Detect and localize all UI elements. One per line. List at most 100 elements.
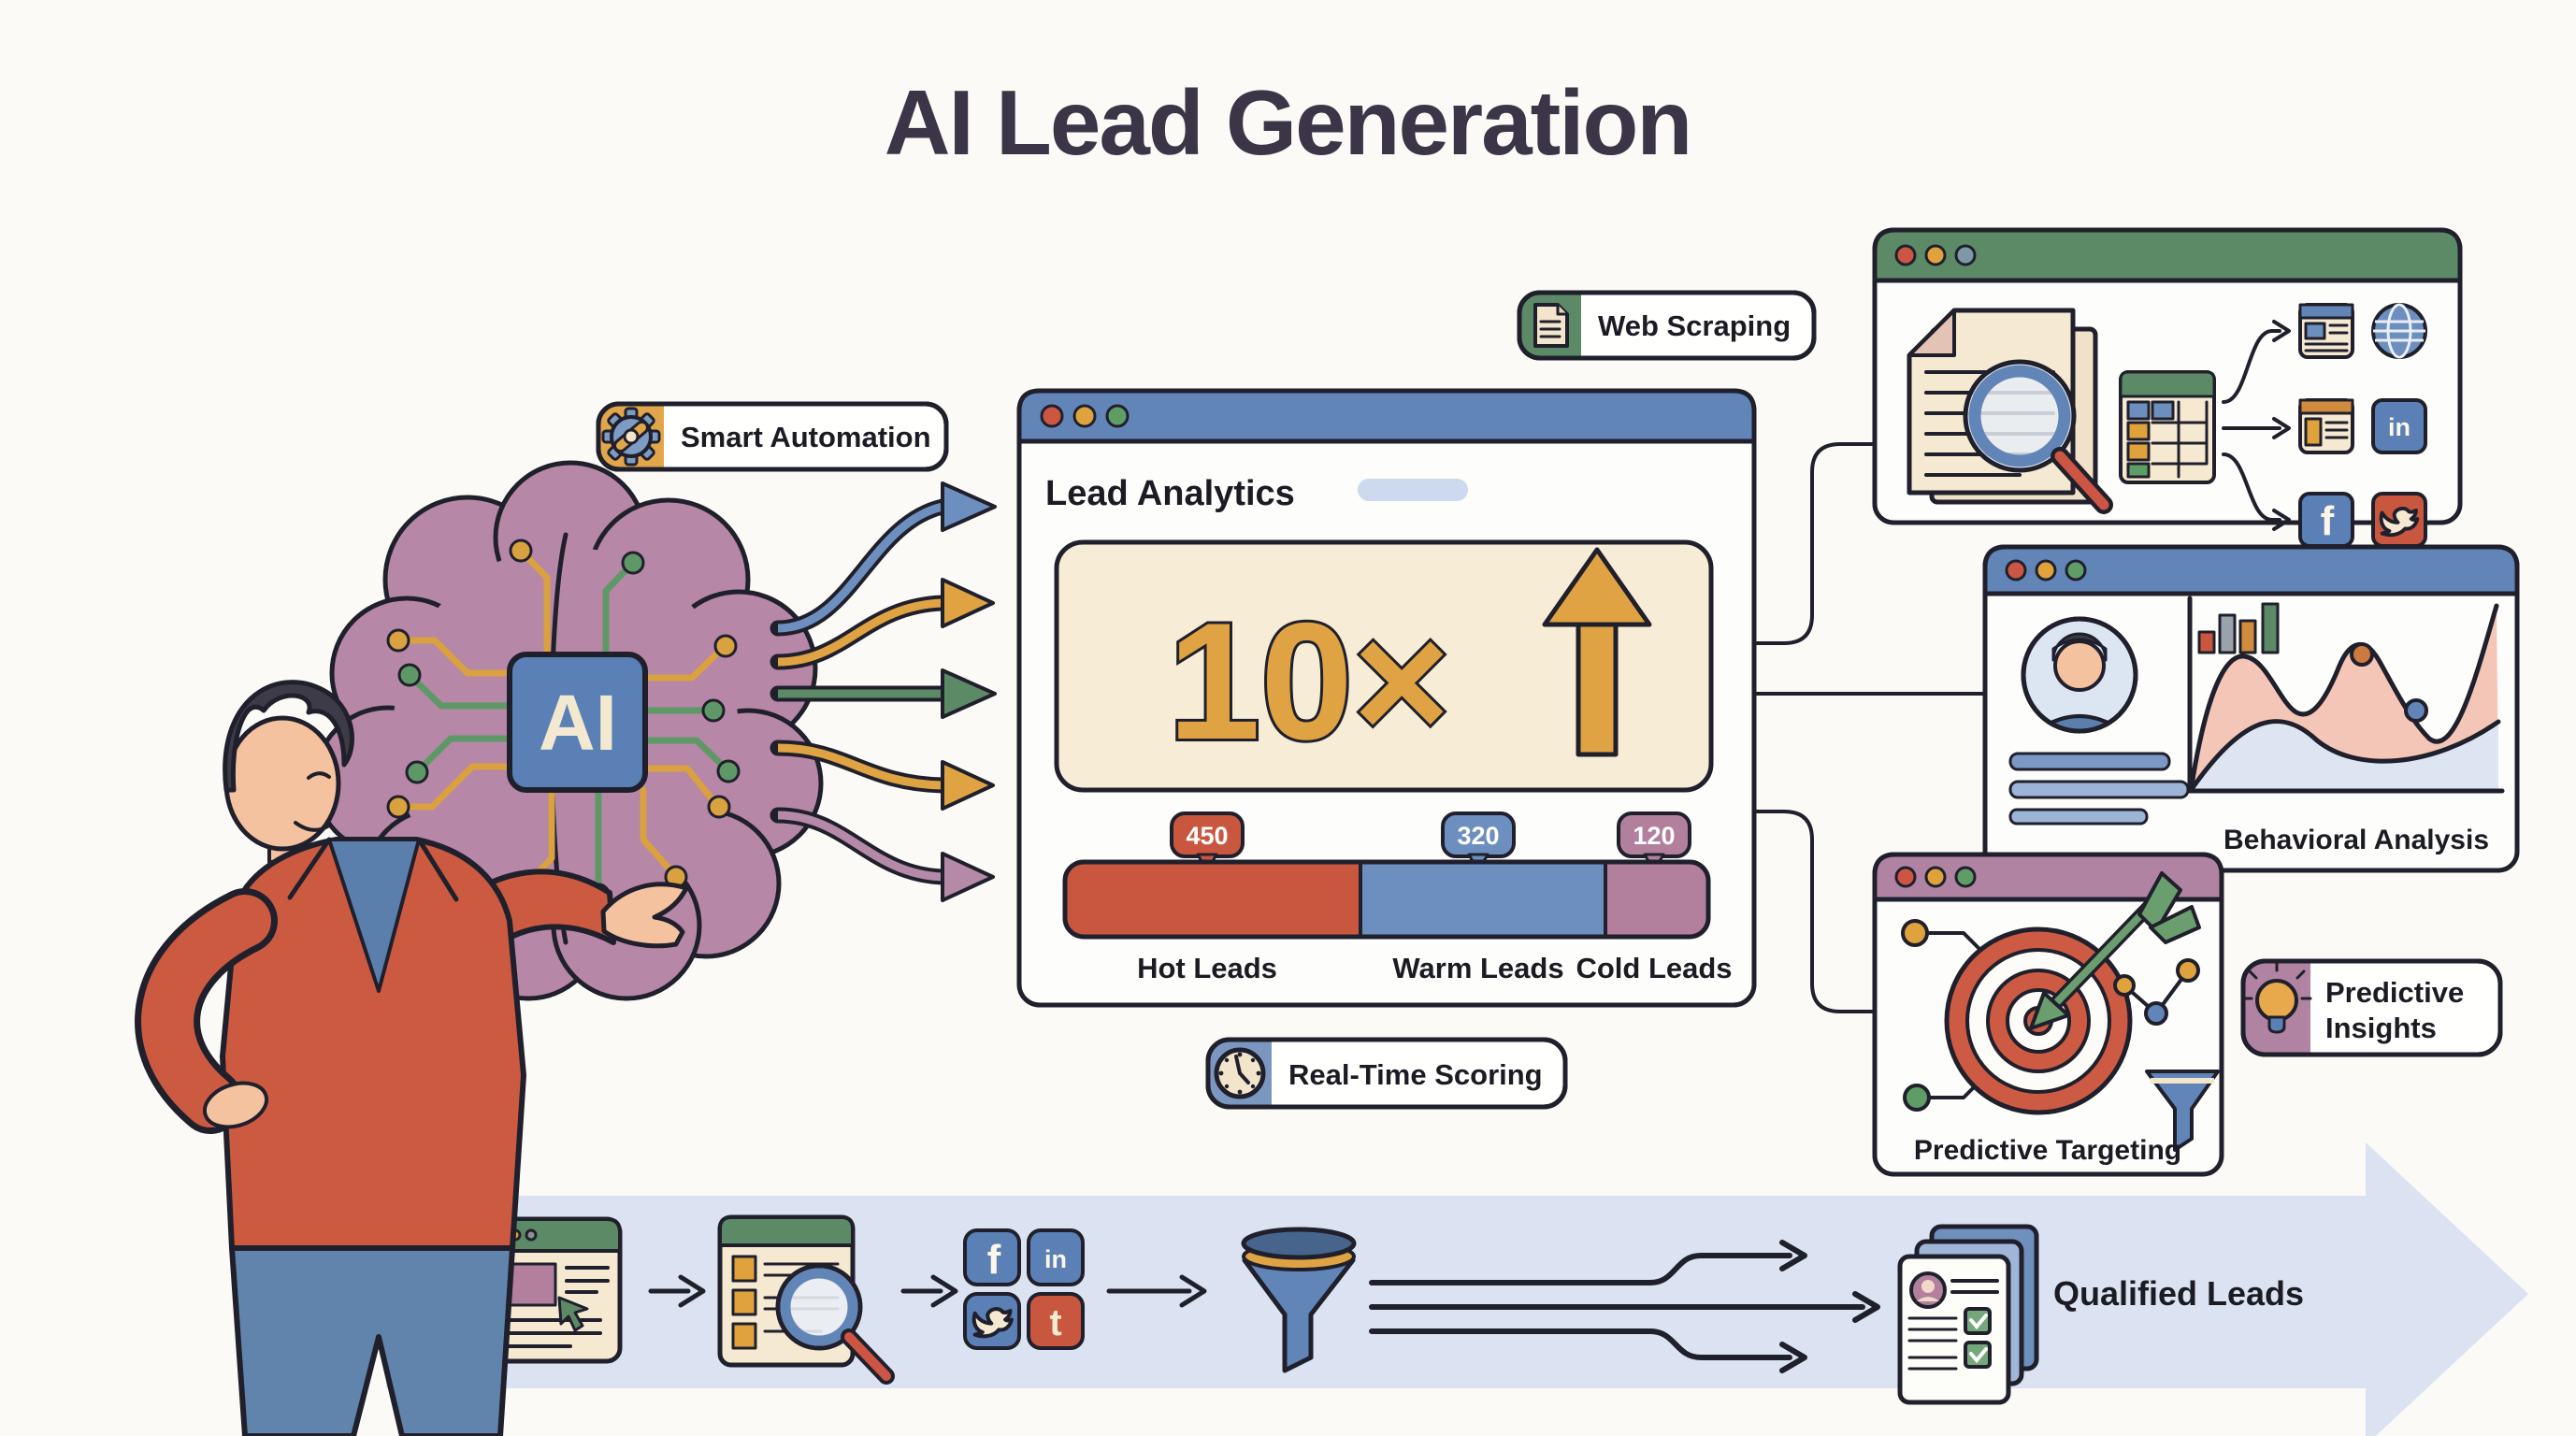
behavioral-analysis-window: Behavioral Analysis	[1982, 544, 2520, 873]
lead-distribution-bar	[1062, 859, 1711, 940]
svg-text:t: t	[1049, 1302, 1061, 1343]
ai-chip: AI	[507, 652, 648, 793]
lightbulb-icon	[2241, 961, 2312, 1034]
person-jacket	[220, 837, 526, 1251]
mini-trend-icon	[2113, 958, 2200, 1026]
web-scraping-window: in f	[1872, 227, 2463, 548]
window-dot-green	[1105, 404, 1130, 428]
person-hand	[600, 882, 689, 949]
flow-arrow-1	[648, 1274, 706, 1308]
window-dot-red	[2005, 559, 2027, 582]
window-dot-yellow	[1924, 244, 1947, 266]
behavioral-analysis-caption: Behavioral Analysis	[2223, 825, 2489, 855]
hot-leads-badge: 450	[1170, 811, 1245, 873]
linkedin-icon: in	[2371, 398, 2427, 454]
lead-card-icon	[1897, 1224, 2039, 1405]
window-dot-blue	[1954, 244, 1977, 266]
lead-analytics-window: Lead Analytics 10× 450 320	[1016, 388, 1757, 1008]
webpage-orange-icon	[2298, 398, 2354, 454]
profile-text-lines	[2008, 752, 2190, 826]
lead-flow-band: f in t	[386, 1142, 2528, 1436]
header-pill	[1358, 479, 1468, 501]
real-time-scoring-label: Real-Time Scoring	[1288, 1058, 1543, 1091]
flow-band-arrowhead	[2366, 1142, 2528, 1436]
window-dot-yellow	[1924, 866, 1947, 888]
web-scraping-label: Web Scraping	[1598, 309, 1791, 342]
magnifier-icon	[1963, 359, 2113, 514]
converging-arrows	[1369, 1240, 1880, 1373]
qualified-leads-label: Qualified Leads	[2053, 1274, 2304, 1313]
data-point-blue	[2404, 698, 2428, 723]
data-extraction-icon	[717, 1214, 895, 1385]
growth-panel: 10×	[1054, 539, 1714, 793]
mini-bar-chart-icon	[2197, 602, 2280, 654]
social-sources-group: f in t	[963, 1228, 1085, 1350]
facebook-icon: f	[963, 1228, 1021, 1286]
cursor-icon	[557, 1296, 589, 1332]
svg-text:320: 320	[1457, 822, 1499, 850]
data-point-orange	[2350, 642, 2374, 667]
cold-leads-label: Cold Leads	[1576, 952, 1732, 984]
svg-text:in: in	[1044, 1245, 1067, 1273]
svg-text:f: f	[2321, 498, 2335, 544]
up-arrow-icon	[1542, 547, 1652, 757]
webpage-blue-icon	[2298, 303, 2354, 359]
avatar-icon	[2021, 616, 2138, 734]
dart-icon	[2029, 871, 2201, 1030]
flow-arrow-3	[1106, 1274, 1207, 1308]
web-scraping-pill: Web Scraping	[1517, 290, 1817, 361]
ai-chip-label: AI	[539, 679, 617, 767]
window-titlebar	[1872, 227, 2463, 283]
gear-icon	[601, 407, 661, 467]
presenter-illustration	[135, 680, 689, 1436]
growth-multiplier: 10×	[1168, 588, 1450, 774]
person-hand-hip	[202, 1081, 269, 1129]
page-title: AI Lead Generation	[885, 71, 1691, 174]
window-dot-red	[1040, 404, 1064, 428]
globe-icon	[2371, 303, 2427, 359]
window-dot-red	[1894, 866, 1917, 888]
predictive-insights-label-line2: Insights	[2325, 1012, 2437, 1044]
flow-arrow-2	[900, 1274, 958, 1308]
funnel-icon	[1241, 1227, 1357, 1373]
warm-leads-badge: 320	[1441, 811, 1516, 873]
window-dot-red	[1894, 244, 1917, 266]
predictive-targeting-caption: Predictive Targeting	[1914, 1135, 2181, 1166]
window-dot-yellow	[1072, 404, 1097, 428]
real-time-scoring-pill: Real-Time Scoring	[1205, 1037, 1568, 1110]
predictive-insights-pill: Predictive Insights	[2240, 958, 2503, 1057]
predictive-targeting-window: Predictive Targeting	[1872, 852, 2224, 1177]
warm-leads-label: Warm Leads	[1392, 952, 1563, 984]
behavior-area-chart	[2187, 596, 2505, 794]
svg-text:120: 120	[1633, 822, 1675, 850]
person-shirt	[327, 838, 421, 993]
clock-icon	[1214, 1047, 1266, 1099]
person-hair	[223, 680, 354, 793]
svg-text:450: 450	[1186, 822, 1228, 850]
magnifier-icon	[775, 1263, 895, 1385]
twitter-icon	[2371, 492, 2427, 548]
cold-leads-segment	[1605, 862, 1708, 937]
tumblr-icon: t	[1027, 1292, 1085, 1350]
lead-analytics-heading: Lead Analytics	[1045, 474, 1295, 513]
distribution-arrows	[2222, 320, 2291, 531]
smart-automation-pill: Smart Automation	[596, 401, 949, 472]
hot-leads-label: Hot Leads	[1137, 952, 1277, 984]
window-titlebar	[1016, 388, 1757, 444]
value-badges: 450 320 120	[1170, 811, 1691, 873]
window-titlebar	[1982, 544, 2520, 596]
brain-output-arrows	[770, 481, 997, 902]
window-titlebar	[1872, 852, 2224, 902]
svg-text:f: f	[987, 1237, 1001, 1283]
window-dot-green	[2065, 559, 2087, 582]
window-dot-green	[1954, 866, 1977, 888]
funnel-icon	[2145, 1070, 2220, 1152]
linkedin-icon: in	[1027, 1228, 1085, 1286]
twitter-icon	[963, 1292, 1021, 1350]
person-pants	[229, 1245, 515, 1436]
predictive-insights-label-line1: Predictive	[2325, 976, 2464, 1009]
facebook-icon: f	[2298, 492, 2354, 548]
svg-text:in: in	[2388, 413, 2411, 441]
